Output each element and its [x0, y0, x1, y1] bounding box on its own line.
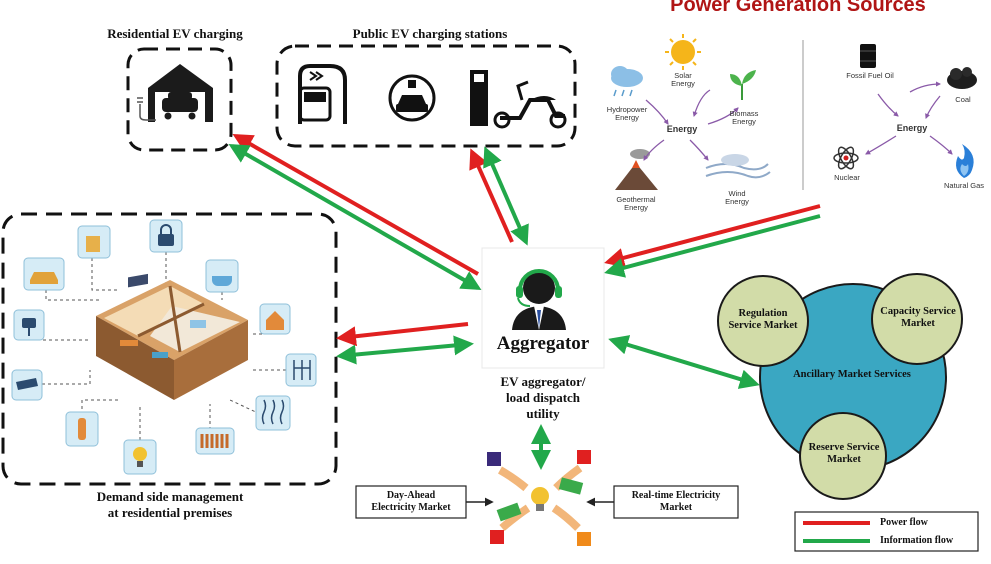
appliance-tiles [11, 219, 317, 475]
flow-arrows [228, 134, 821, 470]
smart-home-floorplan [96, 273, 248, 400]
circuit-tile [285, 353, 317, 387]
leaf-sprout-icon [730, 70, 756, 100]
real-time-market-box [613, 485, 739, 519]
regulation-circle [717, 275, 809, 367]
conventional-energy-label: Energy [896, 123, 928, 133]
fossil-label: Fossil Fuel Oil [846, 71, 894, 80]
coal-icon [947, 67, 977, 89]
demand-side-box [1, 212, 338, 486]
capacity-circle [871, 273, 963, 365]
conventional-cycle-arrows [865, 81, 953, 155]
info-flow-residential [228, 144, 482, 290]
residential-ev-title: Residential EV charging [107, 26, 243, 41]
reserve-circle [799, 412, 887, 500]
power-generation-panel [596, 20, 991, 210]
legend-box [794, 511, 979, 552]
oil-barrel-icon [860, 44, 876, 68]
info-flow-generation [604, 214, 821, 278]
scooter-charger-icon [470, 70, 567, 129]
power-flow-generation [604, 204, 821, 268]
info-flow-ancillary [608, 335, 760, 389]
gas-flame-icon [956, 144, 974, 178]
legend-info-label: Information flow [880, 535, 954, 546]
operator-headset-icon [512, 269, 566, 330]
coal-label: Coal [955, 95, 971, 104]
natural-gas-label: Natural Gas [943, 181, 985, 190]
ancillary-center-label: Ancillary Market Services [793, 369, 911, 380]
power-flow-residential [232, 134, 479, 276]
bus-charger-icon [298, 64, 347, 124]
garage-car-icon [137, 64, 213, 122]
nuclear-label: Nuclear [834, 173, 860, 182]
residential-ev-box [126, 47, 233, 152]
wind-icon [705, 154, 771, 179]
info-flow-demand [336, 335, 474, 365]
power-flow-demand [336, 322, 469, 347]
sun-icon [665, 34, 701, 70]
info-flow-public [483, 146, 529, 246]
public-ev-title: Public EV charging stations [352, 26, 508, 41]
rain-cloud-icon [611, 66, 643, 97]
aggregator-label: Aggregator [496, 333, 590, 354]
legend-power-label: Power flow [880, 517, 928, 528]
ev-charging-car-icon [388, 74, 436, 122]
atom-icon [833, 146, 859, 170]
renewable-cycle-arrows [643, 89, 739, 161]
renewable-energy-label: Energy [666, 124, 698, 134]
market-trading-illustration [487, 450, 591, 546]
power-generation-title: Power Generation Sources [670, 0, 926, 16]
